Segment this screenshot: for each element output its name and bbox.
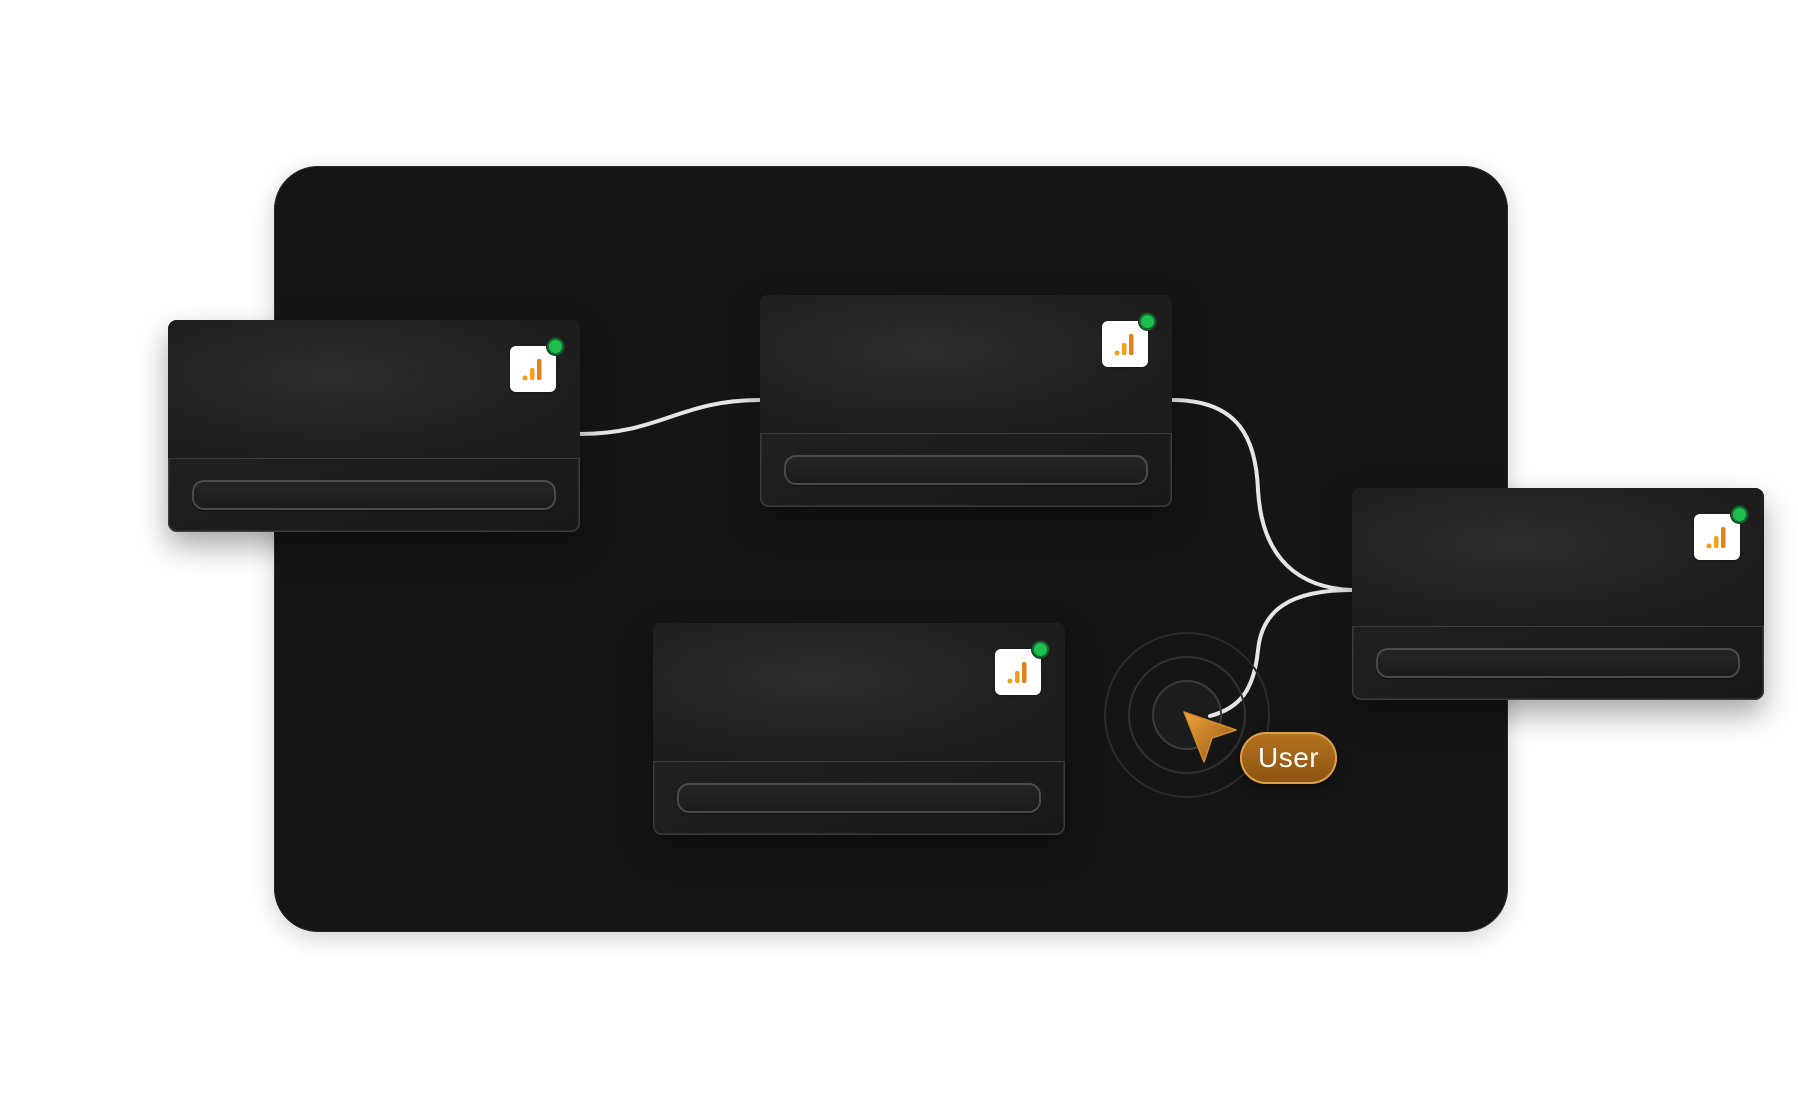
- node-input-field[interactable]: [192, 480, 556, 510]
- app-badge: [1102, 313, 1156, 367]
- status-online-indicator: [1731, 506, 1748, 523]
- cursor-pulse-rings: [1104, 632, 1270, 798]
- status-online-indicator: [547, 338, 564, 355]
- bar-chart-icon: [1114, 334, 1134, 356]
- bar-chart-icon: [1706, 527, 1726, 549]
- workflow-node-1[interactable]: [168, 320, 580, 532]
- bar-chart-icon: [522, 359, 542, 381]
- cursor-arrow-icon: [1183, 711, 1237, 763]
- workflow-node-2[interactable]: [760, 295, 1172, 507]
- workflow-node-4[interactable]: [653, 623, 1065, 835]
- workflow-node-3[interactable]: [1352, 488, 1764, 700]
- app-badge: [510, 338, 564, 392]
- node-input-field[interactable]: [677, 783, 1041, 813]
- status-online-indicator: [1032, 641, 1049, 658]
- node-input-field[interactable]: [1376, 648, 1740, 678]
- bar-chart-icon: [1007, 662, 1027, 684]
- status-online-indicator: [1139, 313, 1156, 330]
- app-badge: [995, 641, 1049, 695]
- app-badge: [1694, 506, 1748, 560]
- user-cursor-label: User: [1240, 732, 1338, 784]
- node-input-field[interactable]: [784, 455, 1148, 485]
